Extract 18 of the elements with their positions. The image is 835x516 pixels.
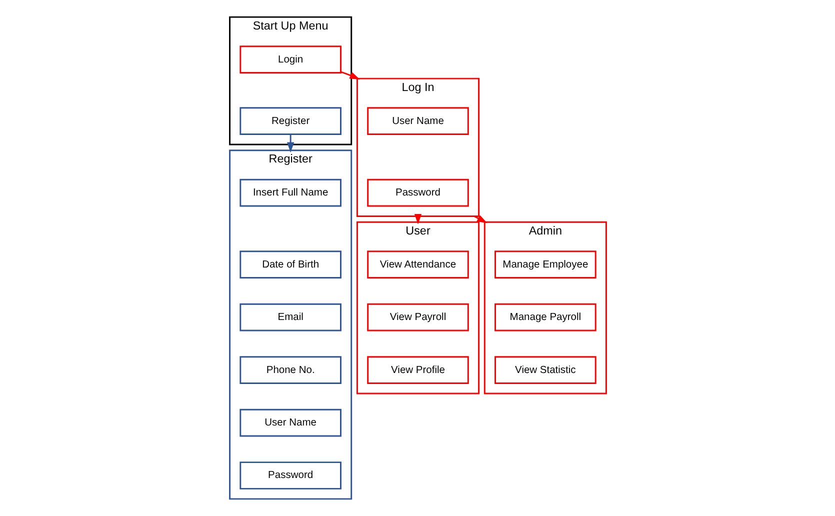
node-box: Register — [239, 107, 341, 135]
node-box: Phone No. — [239, 356, 341, 384]
node-box: Manage Payroll — [494, 303, 596, 332]
arrow — [286, 134, 294, 153]
node-box: View Payroll — [366, 303, 468, 332]
arrow — [340, 71, 360, 80]
node-box: View Attendance — [366, 250, 468, 278]
node-box: View Statistic — [494, 356, 596, 384]
node-box: Login — [239, 46, 341, 74]
node-box: User Name — [239, 408, 341, 437]
node-box: Date of Birth — [239, 250, 341, 278]
node-box: View Profile — [366, 356, 468, 384]
node-box: Email — [239, 303, 341, 332]
node-box: User Name — [366, 107, 468, 135]
node-box: Password — [366, 178, 468, 207]
node-box: Manage Employee — [494, 250, 596, 278]
node-box: Password — [239, 462, 341, 490]
node-box: Insert Full Name — [239, 178, 341, 207]
